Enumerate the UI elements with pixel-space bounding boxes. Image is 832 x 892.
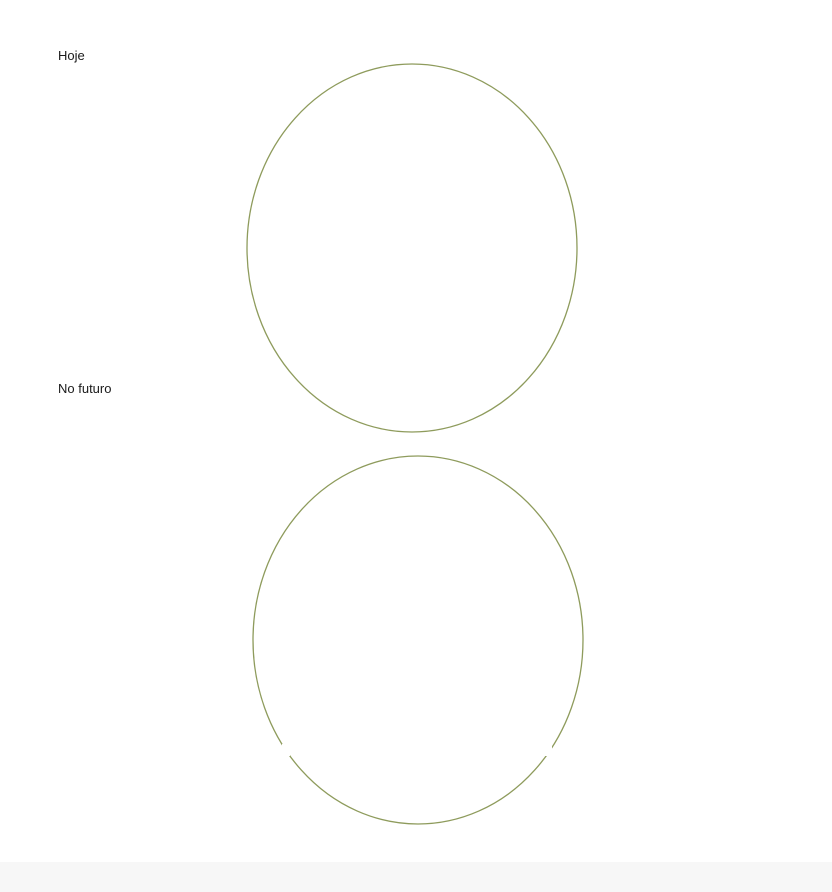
- footer-strip: [0, 862, 832, 892]
- today-label: Hoje: [58, 48, 85, 63]
- circle-gap-left: [282, 744, 290, 756]
- future-circle: [252, 455, 584, 825]
- document-page: Hoje No futuro: [58, 48, 584, 825]
- today-circle: [246, 63, 578, 433]
- future-label: No futuro: [58, 381, 112, 396]
- circle-gap-right: [544, 744, 552, 756]
